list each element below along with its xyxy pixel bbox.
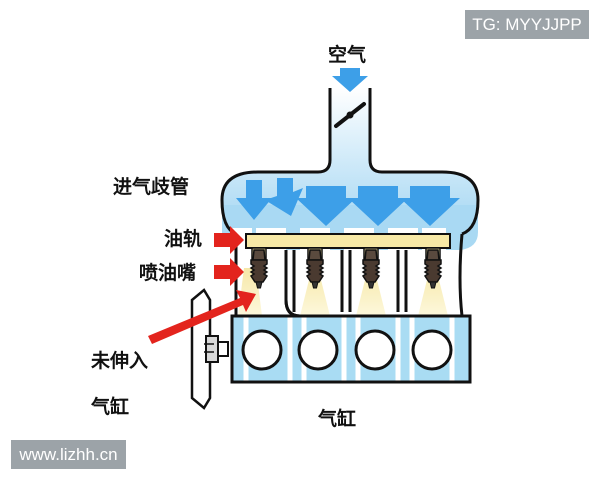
label-cylinder: 气缸: [318, 408, 357, 430]
throttle-valve-icon: [334, 102, 366, 128]
not-into-cylinder-pointer-arrow: [148, 290, 256, 344]
label-injector: 喷油嘴: [139, 262, 197, 284]
injector-pointer-arrow: [214, 258, 244, 286]
watermark-top-badge: TG: MYYJJPP: [465, 10, 589, 39]
fuel-rail-pointer-arrow: [214, 226, 244, 254]
label-fuel-rail: 油轨: [164, 228, 203, 250]
watermark-bottom-badge: www.lizhh.cn: [11, 440, 126, 469]
label-intake-manifold: 进气歧管: [113, 176, 190, 198]
air-flow-arrows: [236, 68, 460, 226]
pointer-arrows: [148, 226, 256, 344]
cylinder-block: [230, 314, 472, 384]
watermark-bottom-text: www.lizhh.cn: [19, 445, 118, 464]
label-not-into-cylinder-line1: 未伸入: [91, 350, 149, 372]
watermark-top-text: TG: MYYJJPP: [472, 15, 582, 34]
label-air: 空气: [328, 44, 367, 66]
label-not-into-cylinder-line2: 气缸: [91, 396, 130, 418]
